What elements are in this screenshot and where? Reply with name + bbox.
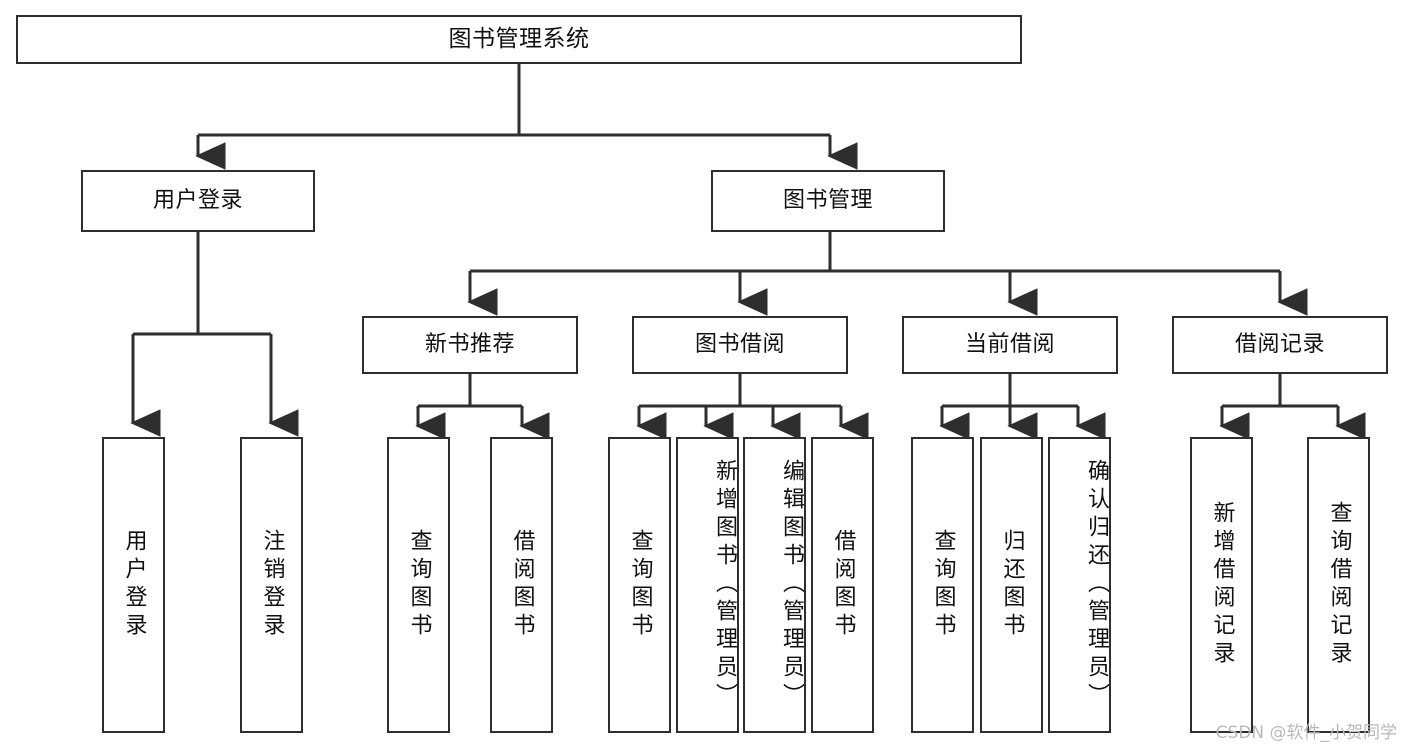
watermark-text: CSDN @软件_小贺同学 <box>1215 723 1397 743</box>
leaf-current-return-book[interactable]: 归还图书 <box>980 437 1043 733</box>
node-user-login[interactable]: 用户登录 <box>81 170 315 232</box>
leaf-new-book-query[interactable]: 查询图书 <box>387 437 450 733</box>
leaf-user-login-logout[interactable]: 注销登录 <box>240 437 303 733</box>
node-book-management[interactable]: 图书管理 <box>711 170 945 232</box>
node-book-borrow[interactable]: 图书借阅 <box>632 316 848 374</box>
leaf-record-add-record[interactable]: 新增借阅记录 <box>1190 437 1253 733</box>
node-root-system[interactable]: 图书管理系统 <box>16 15 1022 64</box>
node-new-book-recommend[interactable]: 新书推荐 <box>362 316 578 374</box>
leaf-borrow-query-book[interactable]: 查询图书 <box>608 437 671 733</box>
node-borrow-record[interactable]: 借阅记录 <box>1172 316 1388 374</box>
node-current-borrow[interactable]: 当前借阅 <box>902 316 1118 374</box>
leaf-current-confirm-return-admin[interactable]: 确认归还（管理员） <box>1048 437 1111 733</box>
leaf-record-query-record[interactable]: 查询借阅记录 <box>1307 437 1370 733</box>
leaf-borrow-edit-book-admin[interactable]: 编辑图书（管理员） <box>743 437 806 733</box>
leaf-current-query-book[interactable]: 查询图书 <box>911 437 974 733</box>
leaf-user-login-login[interactable]: 用户登录 <box>102 437 165 733</box>
leaf-borrow-add-book-admin[interactable]: 新增图书（管理员） <box>676 437 739 733</box>
leaf-new-book-borrow[interactable]: 借阅图书 <box>490 437 553 733</box>
leaf-borrow-borrow-book[interactable]: 借阅图书 <box>811 437 874 733</box>
